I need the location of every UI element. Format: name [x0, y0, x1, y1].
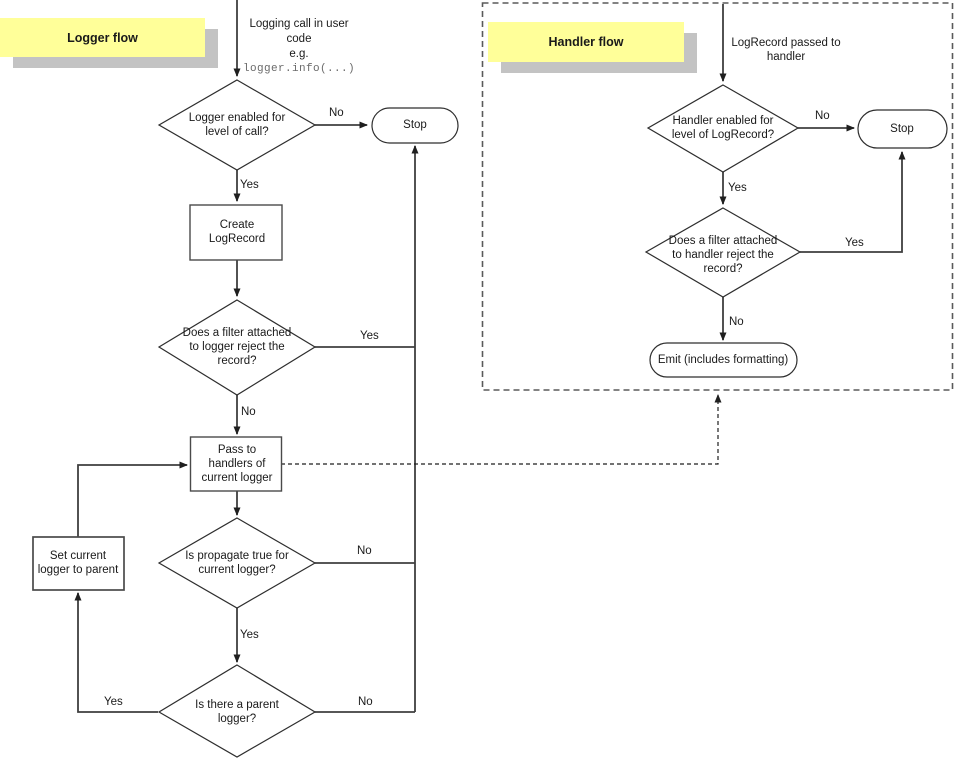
logger-stop-node [371, 107, 459, 144]
set-current-logger-line: Set current [49, 550, 107, 562]
handler-stop-label: Stop [890, 123, 914, 135]
handler-filter-line: Does a filter attached [668, 235, 778, 247]
propagate-line: Is propagate true for [185, 550, 289, 562]
edge-label-propagate-yes: Yes [240, 629, 259, 641]
edge-label-henabled-no: No [815, 110, 830, 122]
logger-enabled-diamond [157, 79, 317, 171]
pass-to-handlers-line: current logger [201, 472, 273, 484]
logging-call-code: logger.info(...) [242, 63, 356, 75]
handler-enabled-line: Handler enabled for [672, 115, 774, 127]
handler-enabled-label: Handler enabled for level of LogRecord? [661, 114, 785, 142]
pass-to-handlers-box [189, 436, 283, 492]
propagate-line: current logger? [198, 564, 276, 576]
logger-flow-title: Logger flow [0, 18, 205, 57]
logger-filter-line: Does a filter attached [182, 327, 292, 339]
edge-label-hfilter-no: No [729, 316, 744, 328]
parent-logger-line: logger? [217, 713, 257, 725]
logging-call-note: Logging call in user code e.g. logger.in… [234, 17, 364, 77]
propagate-diamond [157, 517, 317, 609]
handler-filter-line: to handler reject the [672, 249, 774, 261]
logrecord-passed-note: LogRecord passed to handler [721, 36, 851, 64]
pass-to-handlers-line: Pass to [217, 444, 257, 456]
logging-call-note-line: e.g. [289, 48, 309, 60]
handler-filter-label: Does a filter attached to handler reject… [661, 234, 785, 276]
edge-label-filter-yes: Yes [360, 330, 379, 342]
logger-filter-diamond [157, 299, 317, 396]
emit-label: Emit (includes formatting) [657, 354, 789, 366]
create-logrecord-label: Create LogRecord [197, 218, 277, 246]
set-current-logger-box [32, 536, 125, 591]
handler-filter-diamond [644, 207, 802, 298]
logger-enabled-line: level of call? [205, 126, 269, 138]
edge-setparent-to-pass [77, 461, 188, 537]
handler-enabled-line: level of LogRecord? [671, 129, 775, 141]
set-current-logger-line: logger to parent [37, 564, 119, 576]
edge-label-enabled-no: No [329, 107, 344, 119]
create-logrecord-line: LogRecord [208, 233, 266, 245]
logrecord-passed-line: LogRecord passed to [731, 37, 841, 49]
edge-label-hfilter-yes: Yes [845, 237, 864, 249]
emit-node [649, 342, 798, 378]
handler-flow-boundary [481, 2, 954, 391]
parent-logger-label: Is there a parent logger? [182, 698, 292, 726]
pass-to-handlers-label: Pass to handlers of current logger [189, 443, 285, 485]
handler-filter-line: record? [703, 263, 743, 275]
logrecord-passed-line: handler [766, 51, 806, 63]
logger-enabled-label: Logger enabled for level of call? [182, 111, 292, 139]
logger-flow-title-text: Logger flow [67, 30, 138, 45]
parent-logger-diamond [157, 664, 317, 758]
handler-enabled-diamond [646, 84, 800, 173]
create-logrecord-line: Create [219, 219, 255, 231]
logging-call-note-line: Logging call in user [249, 18, 349, 30]
edge-label-enabled-yes: Yes [240, 179, 259, 191]
logger-enabled-line: Logger enabled for [188, 112, 286, 124]
edge-label-henabled-yes: Yes [728, 182, 747, 194]
pass-to-handlers-line: handlers of [208, 458, 266, 470]
set-current-logger-label: Set current logger to parent [30, 549, 126, 577]
handler-flow-title-text: Handler flow [548, 35, 624, 49]
parent-logger-line: Is there a parent [195, 699, 279, 711]
logger-filter-line: record? [217, 355, 257, 367]
logger-filter-line: to logger reject the [189, 341, 285, 353]
propagate-label: Is propagate true for current logger? [177, 549, 297, 577]
handler-flow-title: Handler flow [488, 22, 684, 62]
edge-label-parent-no: No [358, 696, 373, 708]
edge-label-parent-yes: Yes [104, 696, 123, 708]
handler-stop-node [857, 109, 948, 149]
logger-stop-label: Stop [403, 119, 427, 131]
edge-pass-to-handler-flow-dashed [281, 394, 722, 465]
edge-hfilter-yes-to-stop [800, 151, 906, 253]
edge-label-filter-no: No [241, 406, 256, 418]
edge-parent-yes-to-setparent [74, 592, 158, 713]
create-logrecord-box [189, 204, 283, 261]
logger-filter-label: Does a filter attached to logger reject … [175, 326, 299, 368]
logging-call-note-line: code [286, 33, 312, 45]
edge-label-propagate-no: No [357, 545, 372, 557]
